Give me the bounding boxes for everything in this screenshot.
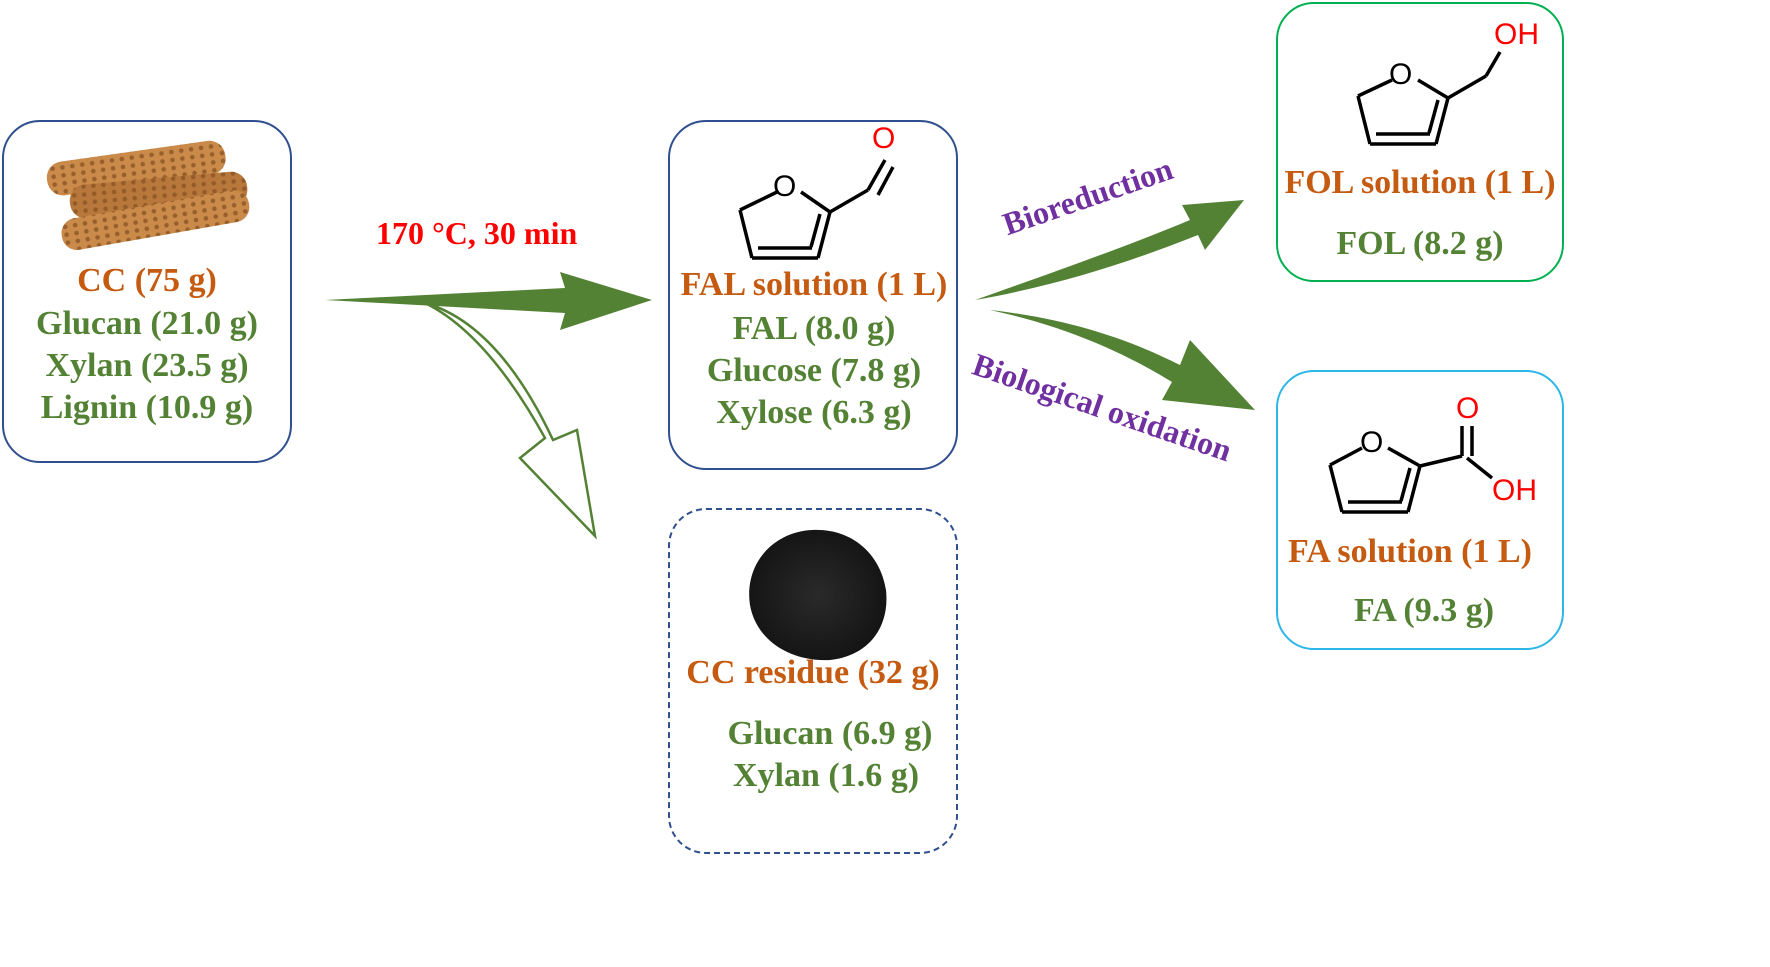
cc-item-xylan: Xylan (23.5 g) bbox=[45, 347, 249, 384]
fal-name: FAL solution (1 L) bbox=[680, 266, 948, 303]
cc-item-lignin: Lignin (10.9 g) bbox=[40, 389, 254, 426]
fa-hydroxyl: OH bbox=[1492, 474, 1537, 507]
fal-item-glucose: Glucose (7.8 g) bbox=[706, 352, 922, 389]
fal-item-fal: FAL (8.0 g) bbox=[732, 310, 896, 347]
furoic-acid-structure bbox=[1328, 426, 1494, 514]
furfuryl-alcohol-structure bbox=[1356, 51, 1502, 146]
fa-ring-oxygen: O bbox=[1360, 426, 1384, 459]
fa-item-fa: FA (9.3 g) bbox=[1353, 592, 1495, 629]
fol-hydroxyl: OH bbox=[1494, 18, 1539, 51]
reaction-condition: 170 °C, 30 min bbox=[376, 215, 578, 251]
fol-item-fol: FOL (8.2 g) bbox=[1336, 225, 1504, 262]
oxidation-arrow bbox=[990, 310, 1255, 410]
fol-box bbox=[1276, 2, 1564, 282]
fal-carbonyl-oxygen: O bbox=[872, 122, 896, 155]
residue-item-xylan: Xylan (1.6 g) bbox=[732, 757, 920, 794]
black-residue-image bbox=[749, 529, 887, 661]
residue-item-glucan: Glucan (6.9 g) bbox=[727, 715, 933, 752]
furfural-structure bbox=[738, 159, 895, 260]
fa-box bbox=[1276, 370, 1564, 650]
residue-name: CC residue (32 g) bbox=[686, 654, 940, 691]
cc-item-glucan: Glucan (21.0 g) bbox=[36, 305, 258, 342]
main-arrow bbox=[325, 272, 652, 330]
cc-name: CC (75 g) bbox=[77, 262, 217, 299]
fol-ring-oxygen: O bbox=[1389, 58, 1413, 91]
fa-name: FA solution (1 L) bbox=[1287, 533, 1532, 570]
corn-cob-image bbox=[46, 140, 250, 250]
fal-ring-oxygen: O bbox=[773, 170, 797, 203]
residue-arrow bbox=[424, 301, 597, 540]
fal-item-xylose: Xylose (6.3 g) bbox=[716, 394, 912, 431]
fol-name: FOL solution (1 L) bbox=[1284, 164, 1556, 201]
fa-carbonyl-oxygen: O bbox=[1456, 392, 1480, 425]
fal-box bbox=[668, 120, 958, 470]
bioreduction-arrow bbox=[975, 200, 1244, 300]
